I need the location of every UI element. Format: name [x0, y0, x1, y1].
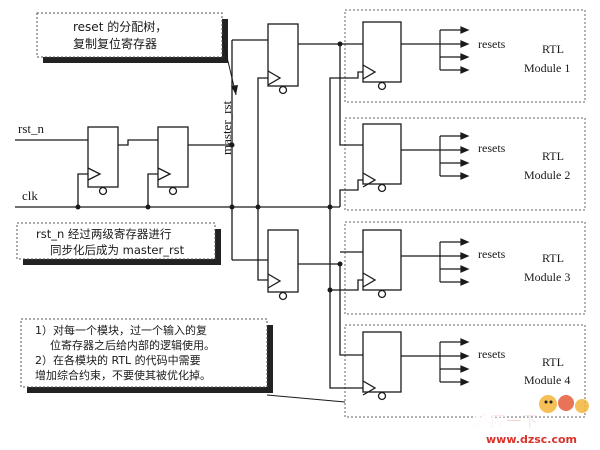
note-bottom-line-2: 位寄存器之后给内部的逻辑使用。 [50, 338, 215, 352]
module-4-resets-label: resets [478, 347, 506, 361]
module-3-name: Module 3 [524, 270, 570, 284]
module-1-input-ff [362, 21, 402, 91]
module-4-title: RTL [542, 355, 564, 369]
module-box-3 [344, 221, 586, 315]
wiring [15, 39, 363, 389]
module-4-input-ff [362, 331, 402, 401]
module-3-fanout [401, 238, 470, 286]
module-4-name: Module 4 [524, 373, 570, 387]
replicated-ff-top [267, 23, 299, 95]
note-middle-line-2: 同步化后成为 master_rst [50, 243, 185, 257]
module-3-input-ff [362, 229, 402, 299]
module-boxes [344, 9, 586, 418]
note-top-line-1: reset 的分配树， [73, 19, 167, 34]
module-3-title: RTL [542, 251, 564, 265]
sync-ff-1 [87, 126, 119, 196]
watermark-mascot-icon [539, 395, 589, 413]
flip-flops [87, 21, 402, 401]
sync-ff-2 [157, 126, 189, 196]
module-3-resets-label: resets [478, 247, 506, 261]
note-bottom-line-3: 2）在各模块的 RTL 的代码中需要 [35, 353, 201, 367]
junctions [75, 41, 343, 293]
master-rst-label: master_rst [219, 100, 234, 155]
rst-n-label: rst_n [18, 121, 45, 136]
note-bottom-line-1: 1）对每一个模块，过一个输入的复 [35, 323, 207, 337]
note-bottom: 1）对每一个模块，过一个输入的复 位寄存器之后给内部的逻辑使用。 2）在各模块的… [20, 318, 346, 403]
watermark-url: www.dzsc.com [486, 433, 577, 446]
watermark: 维库一下 www.dzsc.com [474, 395, 589, 446]
replicated-ff-bottom [267, 229, 299, 301]
module-1-name: Module 1 [524, 61, 570, 75]
module-4-fanout [401, 338, 470, 386]
module-labels: RTL Module 1 RTL Module 2 RTL Module 3 R… [524, 42, 570, 387]
note-middle: rst_n 经过两级寄存器进行 同步化后成为 master_rst [16, 222, 221, 265]
module-box-1 [344, 9, 586, 103]
reset-fanouts [401, 26, 470, 386]
module-1-fanout [401, 26, 470, 74]
module-2-name: Module 2 [524, 168, 570, 182]
module-2-title: RTL [542, 149, 564, 163]
module-box-2 [344, 117, 586, 211]
resets-labels: resets resets resets resets [478, 37, 506, 361]
watermark-brand: 维库一下 [474, 412, 538, 431]
module-2-resets-label: resets [478, 141, 506, 155]
module-2-fanout [401, 132, 470, 180]
note-top-line-2: 复制复位寄存器 [73, 36, 157, 51]
signal-labels: rst_n clk master_rst [18, 100, 234, 203]
clk-label: clk [22, 188, 38, 203]
module-2-input-ff [362, 123, 402, 193]
module-1-title: RTL [542, 42, 564, 56]
module-box-4 [344, 324, 586, 418]
module-1-resets-label: resets [478, 37, 506, 51]
note-top: reset 的分配树， 复制复位寄存器 [36, 12, 238, 96]
note-middle-line-1: rst_n 经过两级寄存器进行 [36, 227, 171, 241]
note-bottom-line-4: 增加综合约束，不要使其被优化掉。 [35, 368, 211, 382]
